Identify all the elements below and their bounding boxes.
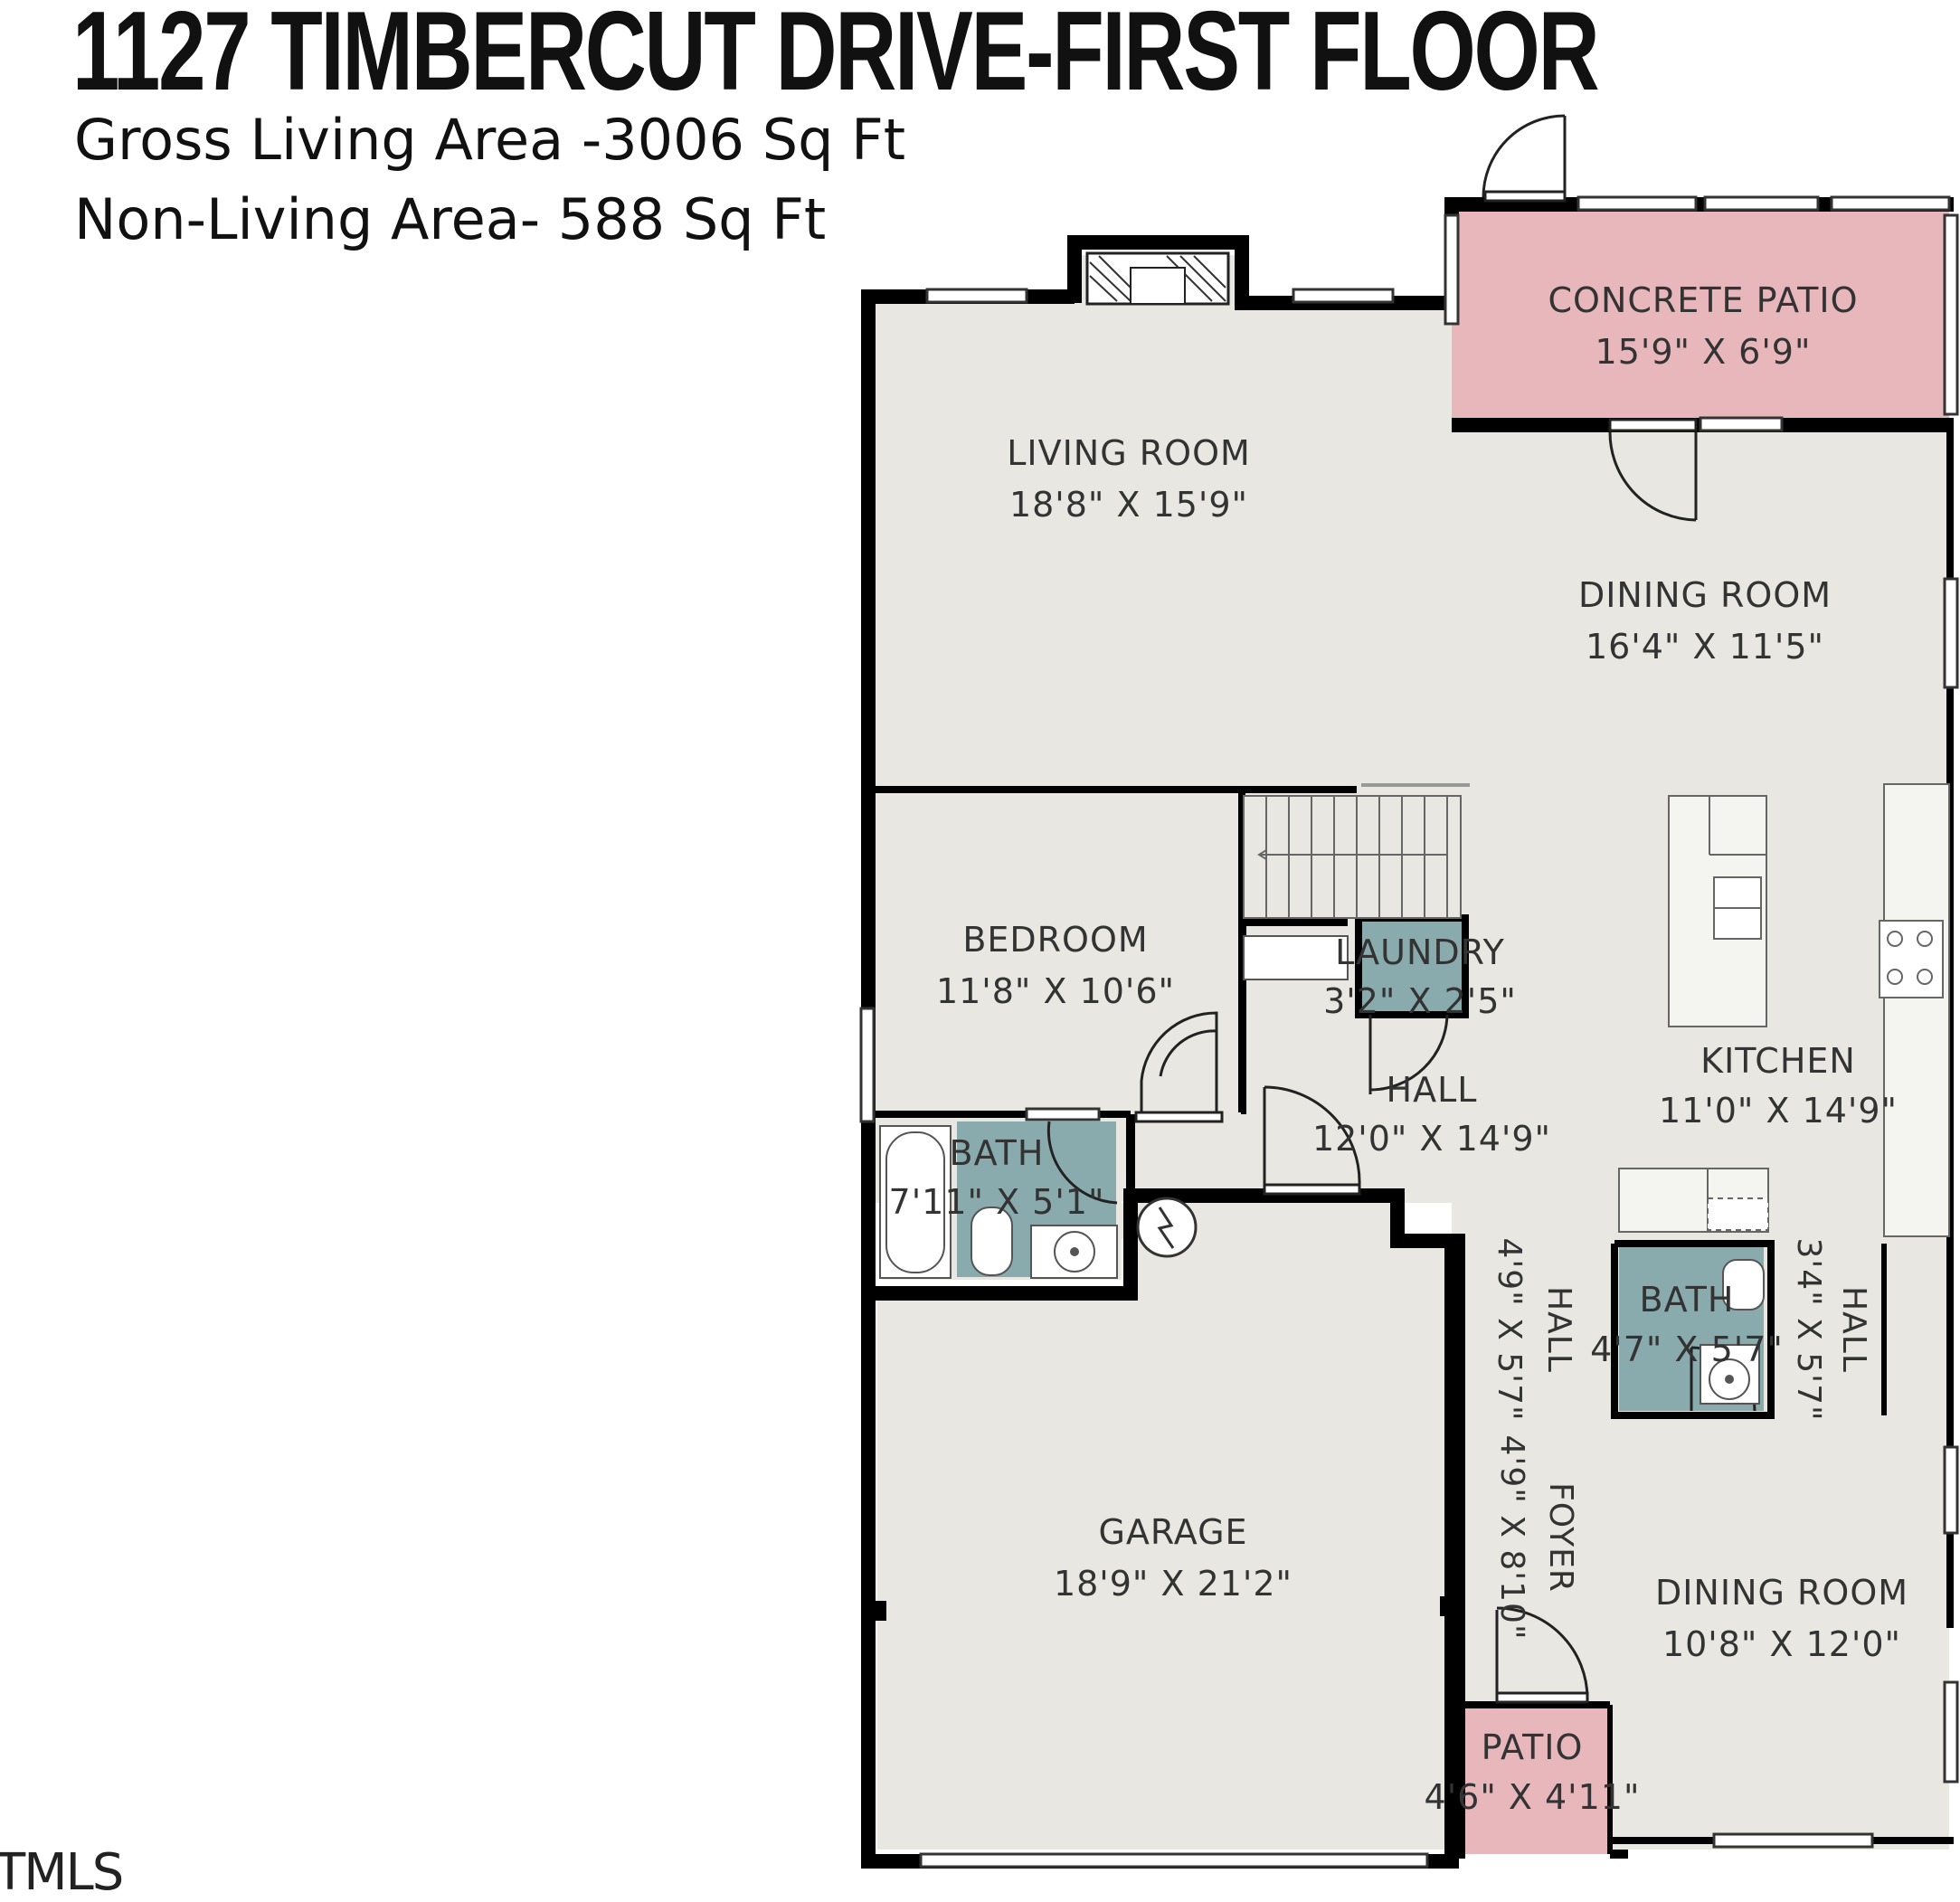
svg-text:BATH: BATH <box>1640 1280 1735 1320</box>
water-heater-icon <box>1136 1197 1198 1258</box>
svg-text:DINING ROOM: DINING ROOM <box>1655 1573 1908 1613</box>
doors <box>1046 114 1756 1704</box>
label-dining-room-2: DINING ROOM 10'8" X 12'0" <box>1655 1573 1908 1664</box>
svg-text:4'9" X 5'7": 4'9" X 5'7" <box>1491 1237 1528 1421</box>
svg-text:18'8" X 15'9": 18'8" X 15'9" <box>1009 485 1248 525</box>
windows <box>859 195 1959 1869</box>
svg-text:4'7" X 5'7": 4'7" X 5'7" <box>1590 1330 1784 1369</box>
label-garage: GARAGE 18'9" X 21'2" <box>1054 1512 1292 1604</box>
svg-text:PATIO: PATIO <box>1482 1727 1584 1767</box>
svg-text:3'4" X 5'7": 3'4" X 5'7" <box>1790 1237 1827 1421</box>
label-bath-2: BATH 4'7" X 5'7" <box>1590 1280 1784 1369</box>
stove-icon <box>1879 920 1944 998</box>
svg-text:10'8" X 12'0": 10'8" X 12'0" <box>1662 1624 1901 1664</box>
floor-fills <box>868 203 1949 1854</box>
label-laundry: LAUNDRY 3'2" X 2'5" <box>1323 932 1517 1021</box>
svg-text:3'2" X 2'5": 3'2" X 2'5" <box>1323 981 1517 1021</box>
svg-text:16'4" X 11'5": 16'4" X 11'5" <box>1586 627 1824 667</box>
svg-text:BEDROOM: BEDROOM <box>962 920 1148 960</box>
label-hall-3: HALL 3'4" X 5'7" <box>1790 1237 1872 1421</box>
svg-text:CONCRETE PATIO: CONCRETE PATIO <box>1548 280 1859 320</box>
non-living-area: Non-Living Area- 588 Sq Ft <box>74 186 827 252</box>
fireplace-icon <box>1085 251 1230 306</box>
svg-text:DINING ROOM: DINING ROOM <box>1578 575 1832 615</box>
bath-2-walls <box>1611 1240 1775 1419</box>
svg-text:KITCHEN: KITCHEN <box>1700 1041 1856 1081</box>
svg-text:GARAGE: GARAGE <box>1098 1512 1247 1552</box>
svg-text:18'9" X 21'2": 18'9" X 21'2" <box>1054 1564 1292 1604</box>
kitchen-fixtures <box>1618 783 1950 1237</box>
label-bath-1: BATH 7'11" X 5'1" <box>889 1133 1105 1222</box>
svg-text:HALL: HALL <box>1835 1286 1872 1373</box>
svg-text:BATH: BATH <box>950 1133 1045 1173</box>
svg-text:FOYER: FOYER <box>1542 1482 1579 1593</box>
stairs <box>1243 783 1470 980</box>
label-concrete-patio: CONCRETE PATIO 15'9" X 6'9" <box>1548 280 1859 372</box>
floor-plan-title: 1127 TIMBERCUT DRIVE-FIRST FLOOR <box>72 0 1600 114</box>
svg-text:7'11" X 5'1": 7'11" X 5'1" <box>889 1182 1105 1222</box>
concrete-patio-fill <box>1452 203 1949 425</box>
label-foyer: FOYER 4'9" X 8'10" <box>1493 1435 1579 1641</box>
svg-text:11'8" X 10'6": 11'8" X 10'6" <box>936 971 1175 1011</box>
svg-text:LAUNDRY: LAUNDRY <box>1335 932 1505 972</box>
counter-east <box>1883 783 1950 1237</box>
room-labels: CONCRETE PATIO 15'9" X 6'9" LIVING ROOM … <box>889 280 1908 1817</box>
garage-door-marks <box>874 1596 1453 1621</box>
front-patio-fill <box>1454 1705 1608 1854</box>
label-patio: PATIO 4'6" X 4'11" <box>1425 1727 1641 1817</box>
laundry-fill <box>1359 918 1463 1013</box>
gross-living-area: Gross Living Area -3006 Sq Ft <box>74 107 906 173</box>
label-bedroom: BEDROOM 11'8" X 10'6" <box>936 920 1175 1011</box>
svg-text:11'0" X 14'9": 11'0" X 14'9" <box>1659 1091 1898 1131</box>
toilet-icon <box>971 1206 1013 1276</box>
svg-text:HALL: HALL <box>1540 1286 1577 1373</box>
svg-text:15'9" X 6'9": 15'9" X 6'9" <box>1595 332 1812 372</box>
label-kitchen: KITCHEN 11'0" X 14'9" <box>1659 1041 1898 1131</box>
svg-text:4'9" X 8'10": 4'9" X 8'10" <box>1493 1435 1530 1641</box>
bath-fixtures <box>879 1125 1765 1405</box>
label-living-room: LIVING ROOM 18'8" X 15'9" <box>1007 433 1251 525</box>
svg-text:12'0" X 14'9": 12'0" X 14'9" <box>1312 1119 1551 1159</box>
svg-text:HALL: HALL <box>1387 1070 1478 1110</box>
toilet-2-icon <box>1722 1259 1765 1311</box>
label-dining-room-1: DINING ROOM 16'4" X 11'5" <box>1578 575 1832 667</box>
label-hall-2: HALL 4'9" X 5'7" <box>1491 1237 1577 1421</box>
label-hall-main: HALL 12'0" X 14'9" <box>1312 1070 1551 1159</box>
svg-text:4'6" X 4'11": 4'6" X 4'11" <box>1425 1777 1641 1817</box>
mls-watermark: TMLS <box>0 1843 124 1902</box>
svg-text:LIVING ROOM: LIVING ROOM <box>1007 433 1251 473</box>
